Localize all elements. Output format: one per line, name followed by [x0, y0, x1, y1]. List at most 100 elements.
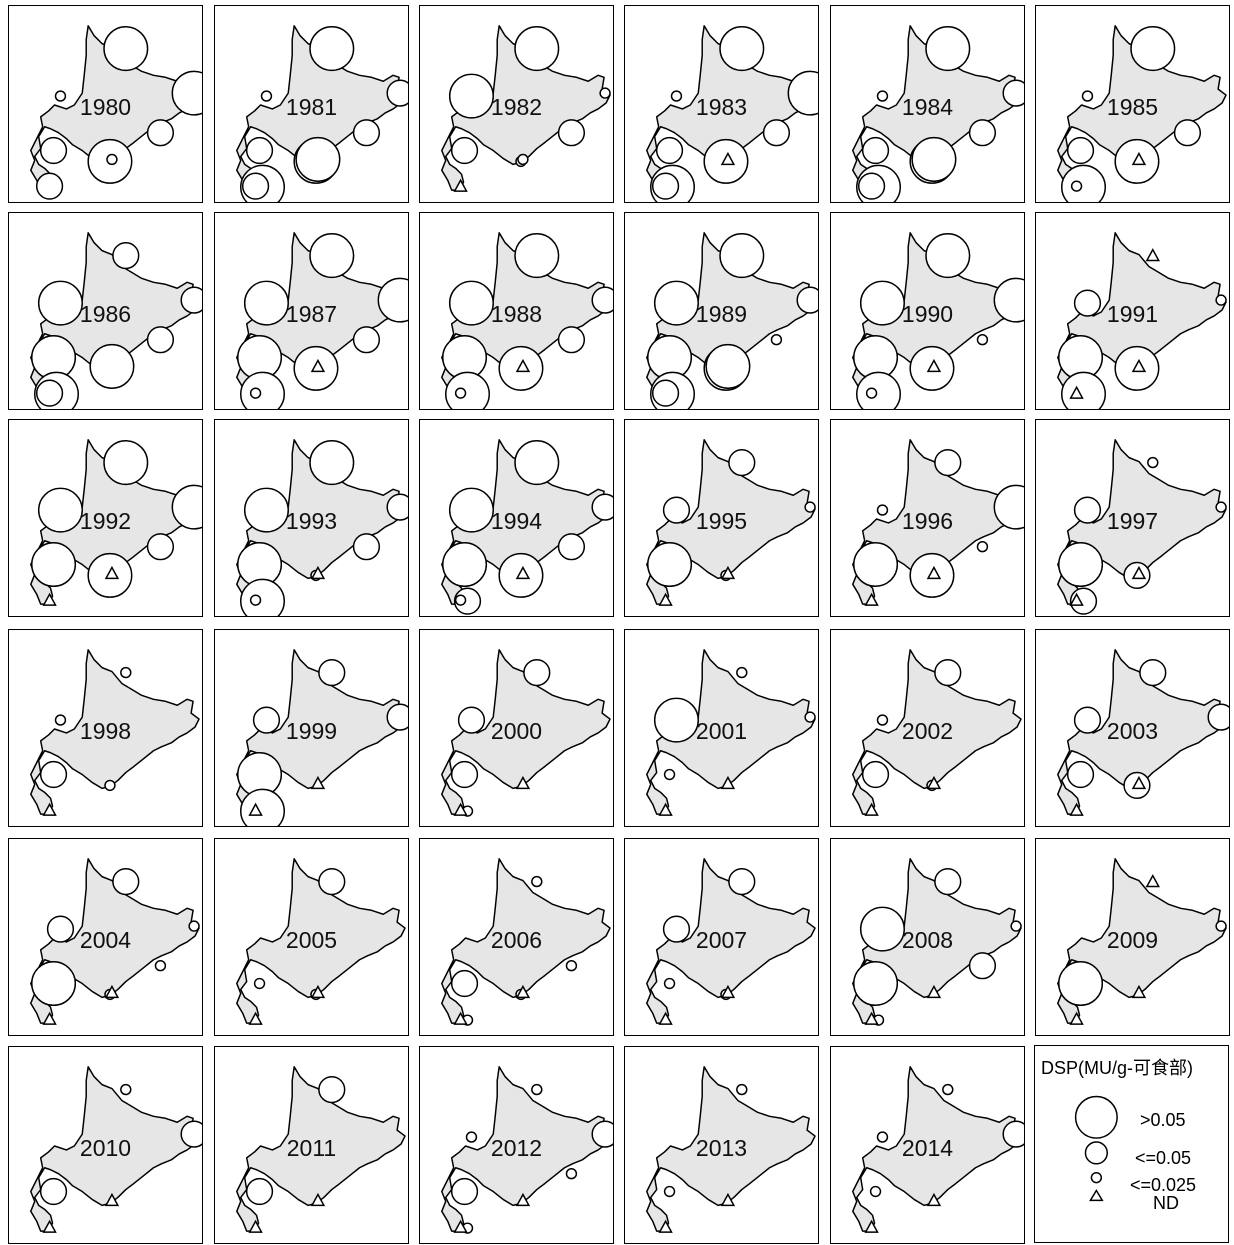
- map-panel: 1980: [8, 5, 203, 203]
- nd-triangle-marker: [515, 565, 531, 580]
- small-circle-marker: [876, 714, 889, 726]
- nd-triangle-marker: [864, 1219, 879, 1233]
- medium-circle-marker: [386, 493, 408, 521]
- hokkaido-map: [441, 649, 611, 817]
- map-panel: 2000: [419, 629, 614, 827]
- medium-circle-marker: [968, 119, 997, 147]
- small-circle-marker: [942, 1083, 954, 1096]
- large-circle-marker: [911, 136, 957, 182]
- medium-circle-marker: [112, 241, 140, 270]
- year-label: 1985: [1106, 94, 1159, 120]
- hokkaido-outline: [441, 649, 611, 815]
- nd-triangle-marker: [658, 802, 673, 816]
- hokkaido-map: [30, 649, 200, 816]
- hokkaido-map: [852, 649, 1022, 816]
- small-circle-marker: [120, 666, 132, 679]
- small-circle-marker: [663, 977, 676, 990]
- legend-medium-circle: [1084, 1141, 1108, 1165]
- map-panel: 2002: [830, 629, 1025, 827]
- year-label: 1995: [695, 508, 748, 534]
- hokkaido-map: [236, 1066, 406, 1233]
- year-label: 2005: [285, 927, 338, 953]
- large-circle-marker: [442, 542, 488, 588]
- nd-triangle-marker: [453, 1219, 468, 1233]
- medium-circle-marker: [39, 136, 68, 165]
- nd-triangle-marker: [720, 984, 736, 999]
- large-circle-marker: [377, 277, 408, 323]
- small-circle-marker: [663, 768, 676, 781]
- nd-triangle-marker: [658, 1219, 673, 1233]
- nd-triangle-marker: [42, 592, 57, 606]
- medium-circle-marker: [39, 760, 68, 789]
- small-circle-marker: [454, 594, 467, 606]
- map-panel: 1995: [624, 419, 819, 617]
- year-label: 2013: [695, 1135, 748, 1161]
- hokkaido-map: [30, 439, 202, 606]
- year-label: 2008: [901, 927, 954, 953]
- map-panel: 1982: [419, 5, 614, 203]
- medium-circle-marker: [934, 867, 962, 896]
- small-circle-marker: [1147, 456, 1159, 469]
- medium-circle-marker: [934, 448, 962, 477]
- legend-symbols: [1074, 1095, 1118, 1202]
- map-panel: 2012: [419, 1046, 614, 1244]
- map-panel: 1988: [419, 212, 614, 410]
- map-panel: 2004: [8, 838, 203, 1036]
- medium-circle-marker: [662, 496, 691, 524]
- large-circle-marker: [243, 487, 289, 533]
- map-panel: 1997: [1035, 419, 1230, 617]
- nd-triangle-marker: [42, 1219, 57, 1233]
- hokkaido-map: [1057, 439, 1227, 615]
- hokkaido-map: [236, 25, 408, 202]
- nd-triangle-marker: [248, 802, 263, 816]
- large-circle-marker: [309, 440, 355, 486]
- large-circle-marker: [31, 542, 77, 588]
- nd-triangle-marker: [1131, 151, 1147, 166]
- medium-circle-marker: [557, 533, 586, 561]
- map-panel: 1986: [8, 212, 203, 410]
- large-circle-marker: [89, 343, 135, 389]
- large-circle-marker: [309, 26, 355, 72]
- nd-triangle-marker: [864, 802, 879, 816]
- large-circle-marker: [448, 280, 494, 326]
- large-circle-marker: [295, 136, 341, 182]
- small-circle-marker: [770, 334, 783, 346]
- nd-triangle-marker: [310, 358, 326, 373]
- nd-triangle-marker: [864, 592, 879, 606]
- large-circle-marker: [993, 484, 1024, 530]
- medium-circle-marker: [557, 326, 586, 354]
- large-circle-marker: [859, 906, 905, 952]
- large-circle-marker: [239, 788, 286, 826]
- large-circle-marker: [514, 440, 560, 486]
- medium-circle-marker: [1066, 136, 1095, 165]
- nd-triangle-marker: [720, 151, 736, 166]
- nd-triangle-marker: [720, 775, 736, 790]
- small-circle-marker: [976, 541, 989, 553]
- medium-circle-marker: [662, 915, 691, 943]
- small-circle-marker: [465, 1131, 478, 1143]
- medium-circle-marker: [1002, 79, 1024, 107]
- year-label: 1988: [490, 301, 543, 327]
- nd-triangle-marker: [1069, 1011, 1084, 1025]
- hokkaido-map: [236, 232, 408, 409]
- nd-triangle-marker: [926, 1192, 942, 1207]
- small-circle-marker: [599, 87, 611, 99]
- nd-triangle-marker: [248, 1011, 263, 1025]
- nd-triangle-marker: [515, 1192, 531, 1207]
- hokkaido-map: [852, 25, 1024, 202]
- small-circle-marker: [249, 387, 262, 399]
- large-circle-marker: [1060, 371, 1107, 409]
- map-panel: 1983: [624, 5, 819, 203]
- large-circle-marker: [1058, 961, 1104, 1007]
- small-circle-marker: [804, 501, 816, 513]
- nd-triangle-marker: [926, 984, 942, 999]
- medium-circle-marker: [352, 533, 381, 561]
- small-circle-marker: [670, 90, 683, 102]
- map-panel: 1993: [214, 419, 409, 617]
- medium-circle-marker: [39, 1177, 68, 1206]
- nd-triangle-marker: [926, 775, 942, 790]
- medium-circle-marker: [180, 1120, 202, 1148]
- large-circle-marker: [37, 487, 83, 533]
- nd-triangle-marker: [658, 1011, 673, 1025]
